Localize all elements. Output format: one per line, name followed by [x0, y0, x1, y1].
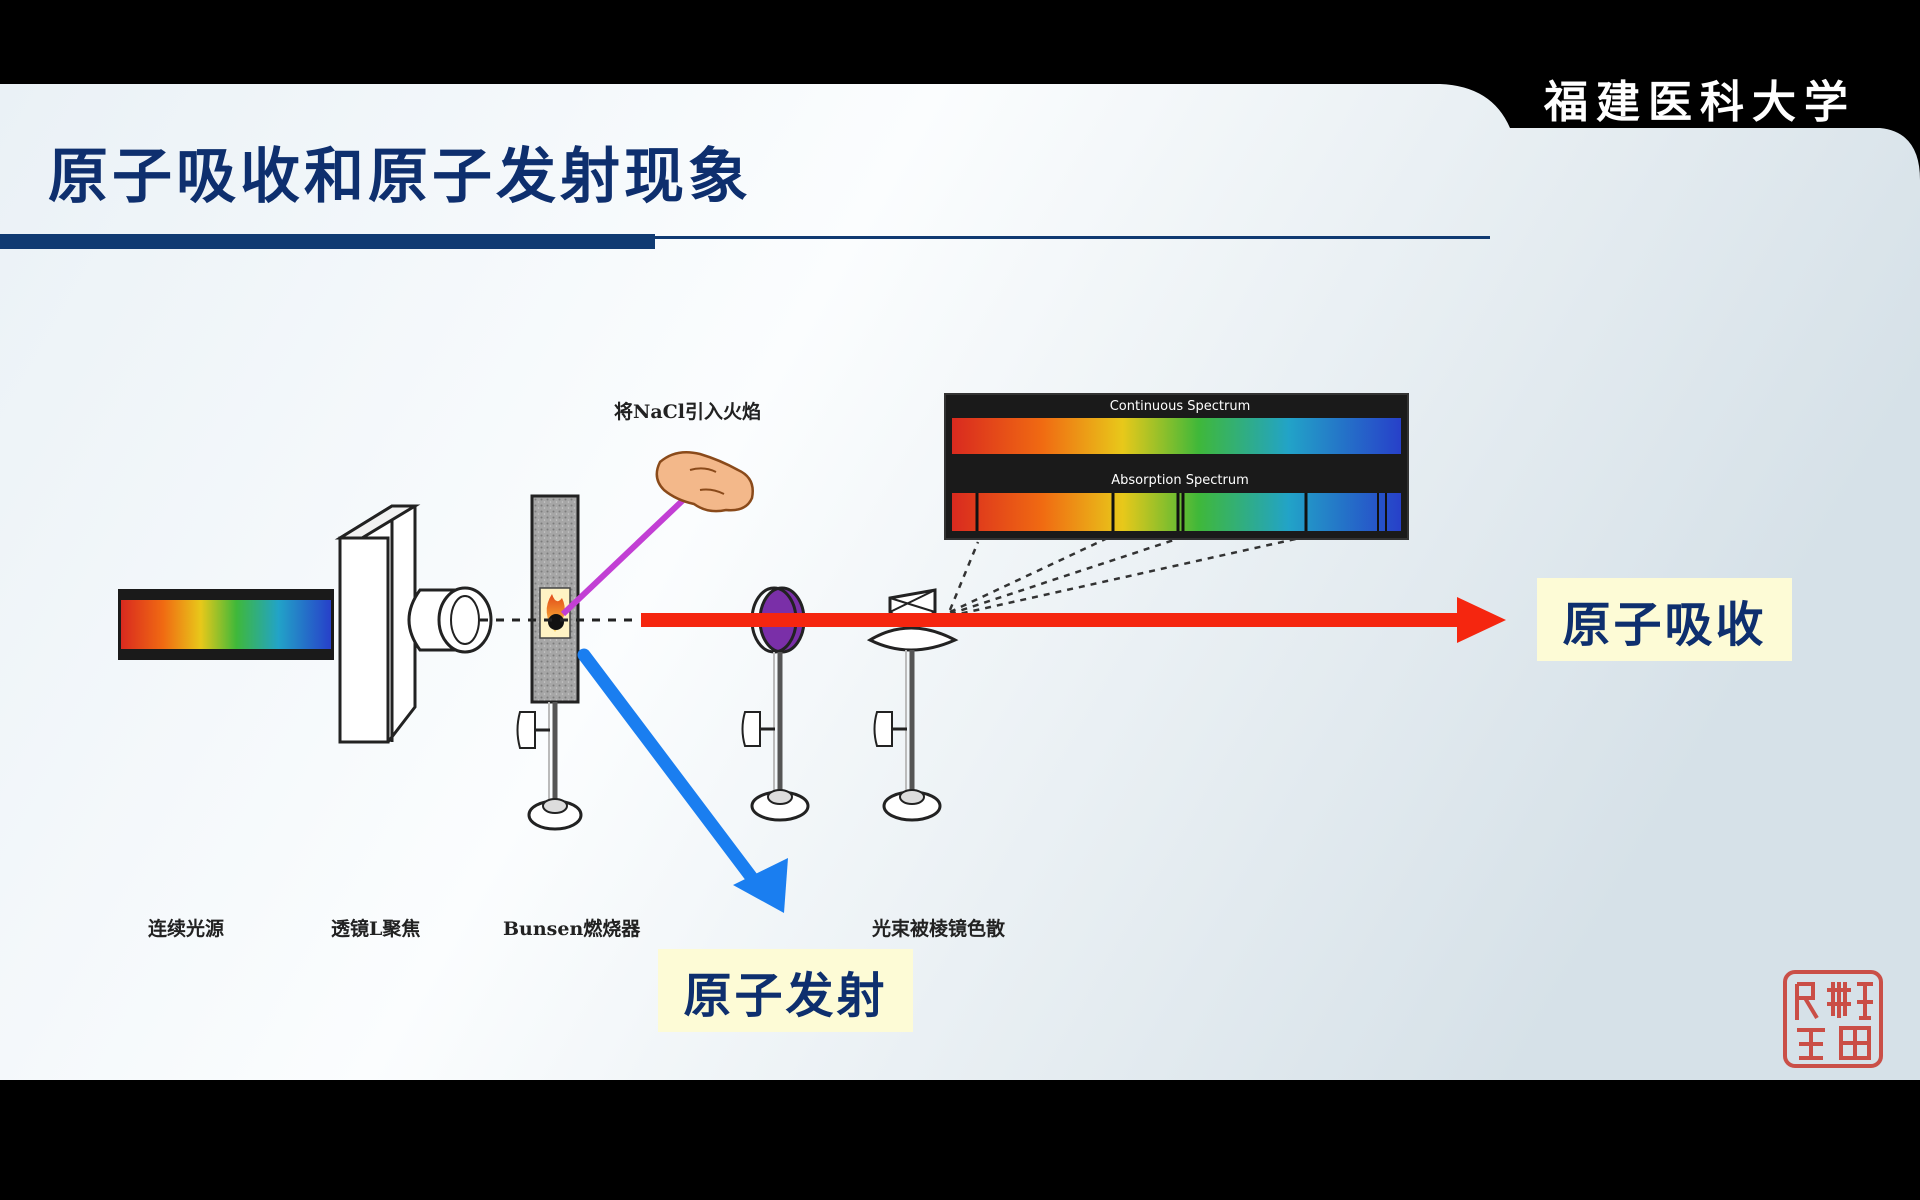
- label-prism: 光束被棱镜色散: [871, 917, 1005, 940]
- spectrum-panel: [944, 393, 1409, 540]
- label-lens: 透镜L聚焦: [331, 917, 420, 940]
- emission-arrow: [577, 648, 788, 913]
- continuous-spectrum-band: [952, 418, 1401, 454]
- absorption-lines: [975, 493, 1387, 531]
- institution-name: 福建医科大学: [1544, 77, 1856, 128]
- absorption-spectrum-label: Absorption Spectrum: [1111, 473, 1249, 488]
- label-burner: Bunsen燃烧器: [503, 917, 641, 940]
- absorption-arrow: [641, 597, 1506, 643]
- focusing-lens: [407, 586, 493, 654]
- absorption-callout: 原子吸收: [1537, 578, 1792, 661]
- hand-inserting-nacl: [560, 451, 754, 617]
- label-light-source: 连续光源: [148, 917, 224, 940]
- continuous-spectrum-label: Continuous Spectrum: [1110, 399, 1251, 414]
- title-underline-thick: [0, 234, 655, 249]
- dispersion-rays: [948, 533, 1301, 618]
- nacl-label: 将NaCl引入火焰: [614, 400, 761, 423]
- slide-background: [0, 84, 1920, 1080]
- emission-callout: 原子发射: [658, 949, 913, 1032]
- seal-stamp-icon: [1783, 970, 1883, 1068]
- title-underline-thin: [655, 236, 1490, 239]
- slide-title: 原子吸收和原子发射现象: [48, 142, 752, 212]
